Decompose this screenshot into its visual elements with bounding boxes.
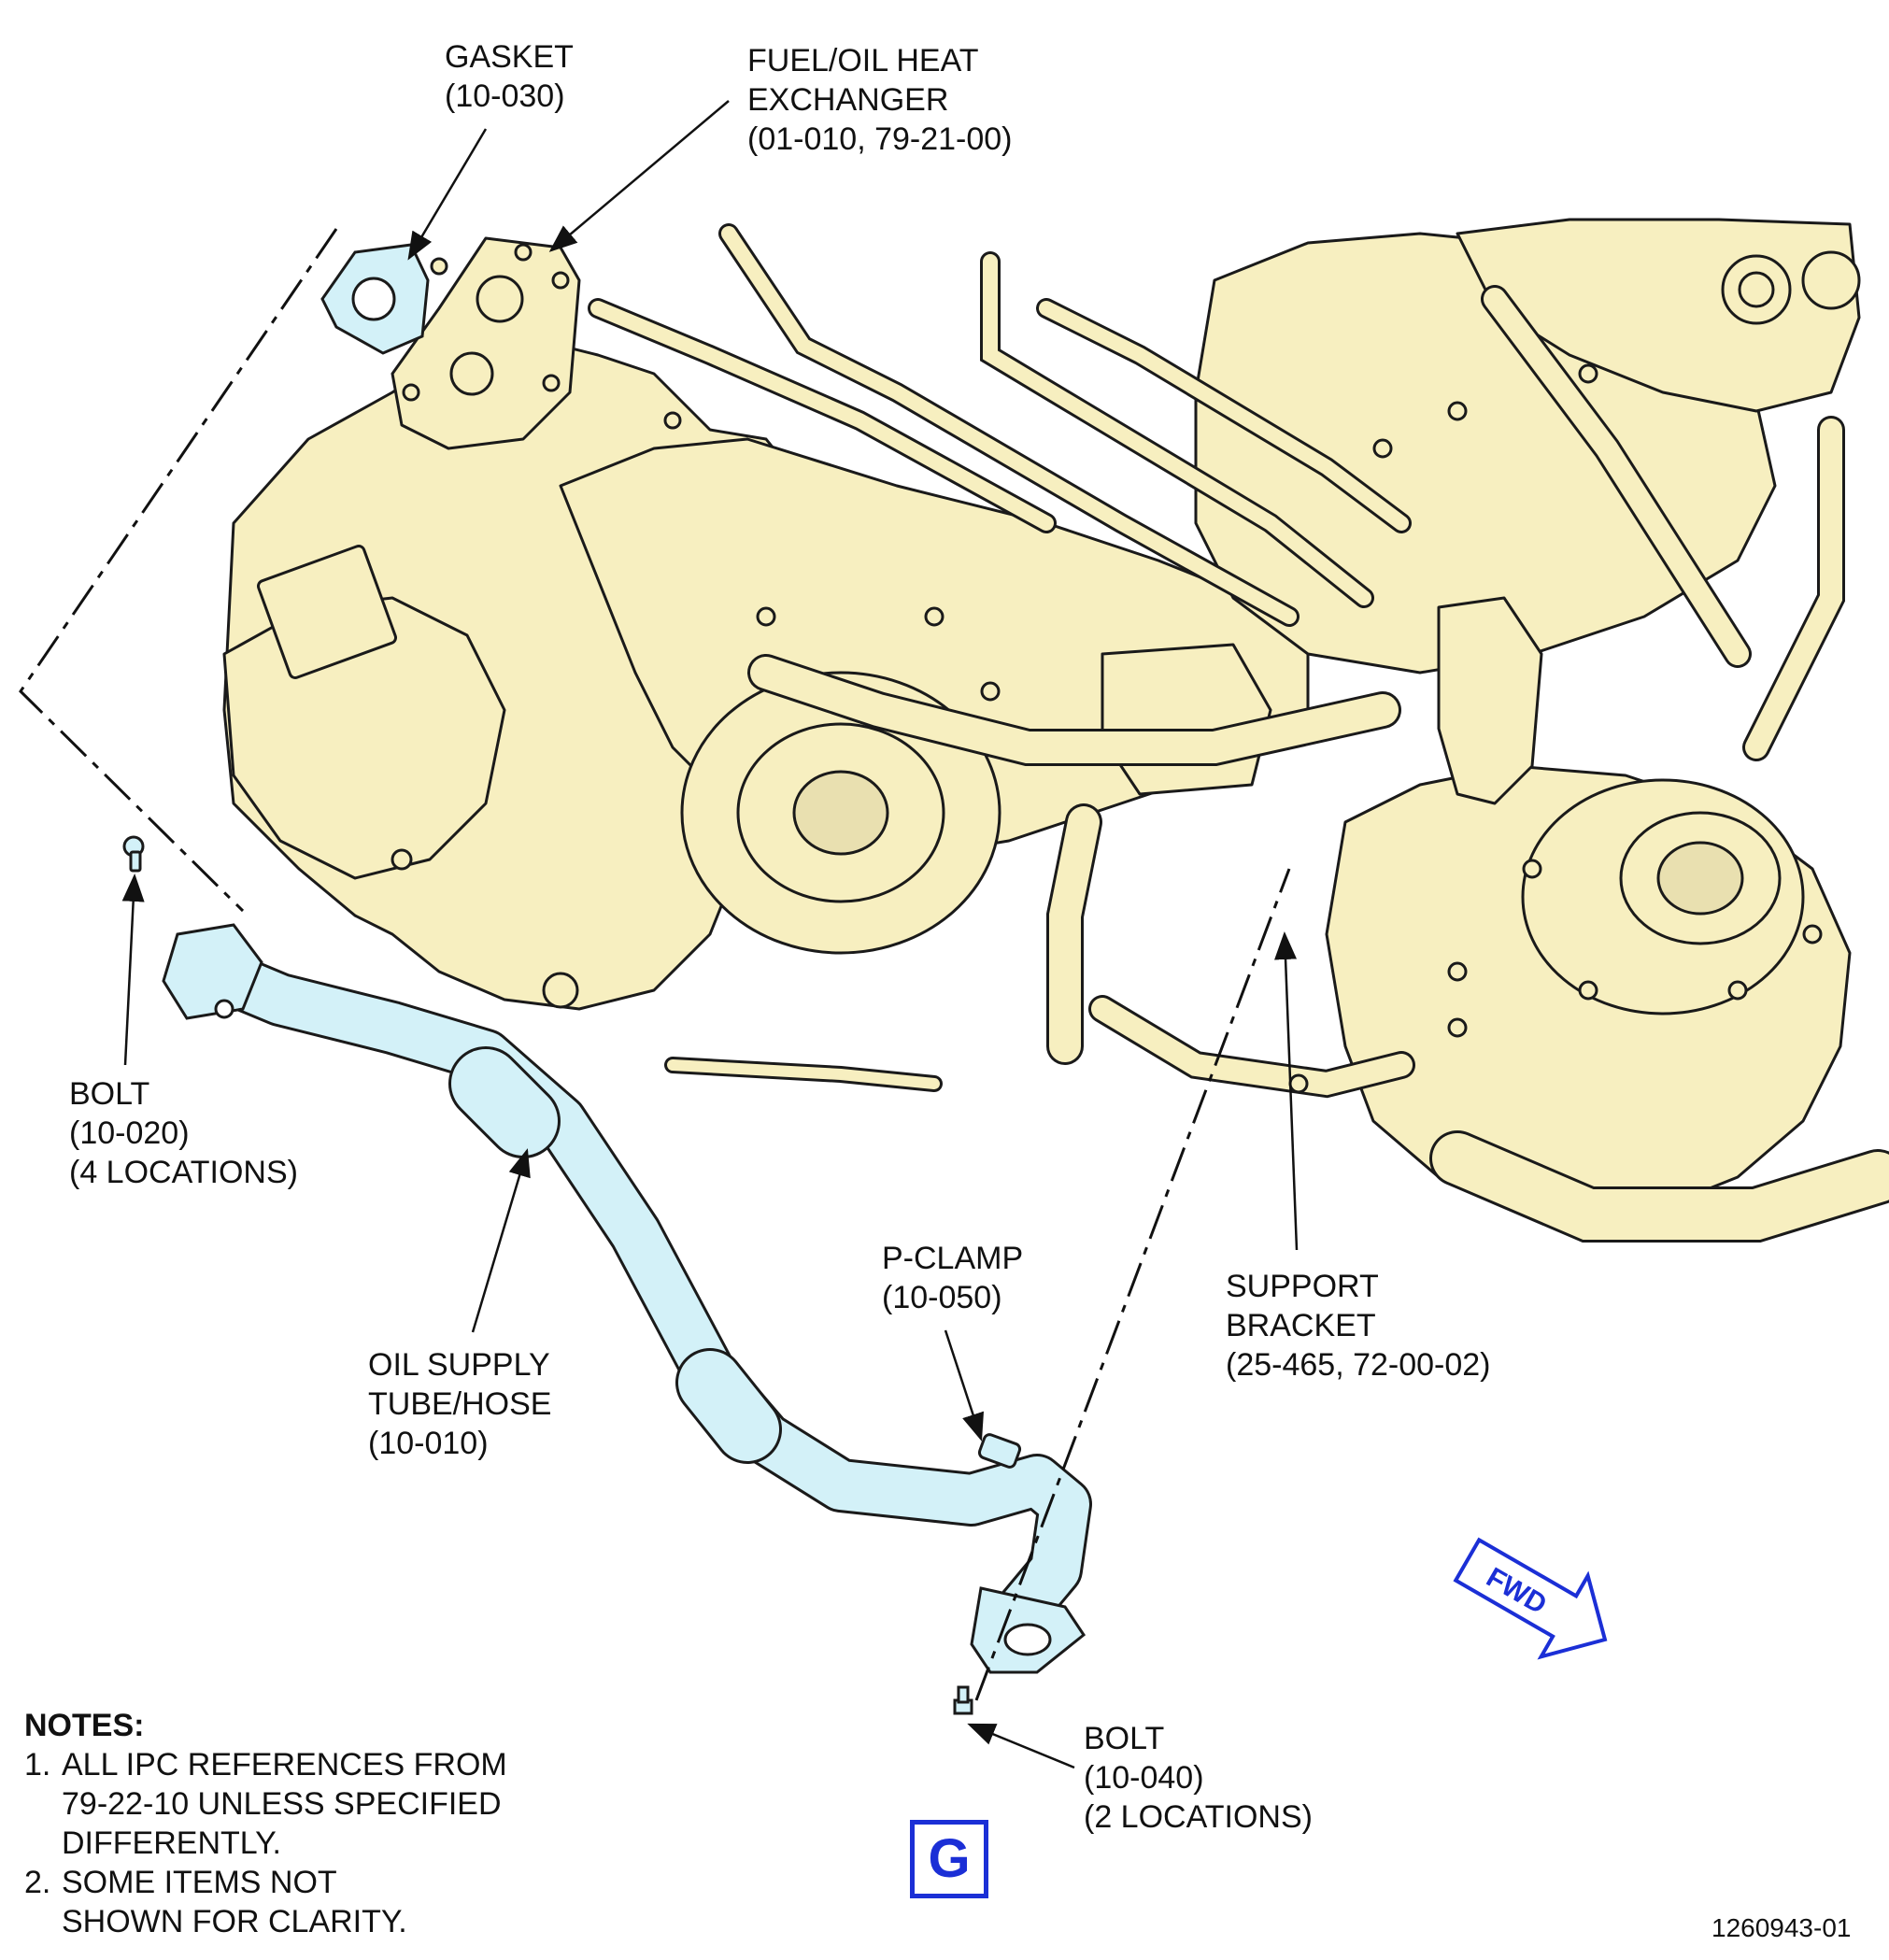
callout-support-bracket-line: (25-465, 72-00-02) (1226, 1347, 1491, 1383)
installation-lines (19, 228, 1291, 1701)
callout-support-bracket-line: BRACKET (1226, 1308, 1376, 1343)
engine-fasteners (391, 243, 1823, 1094)
lower-flange-port (1003, 1623, 1052, 1656)
callout-oil-supply-line: (10-010) (368, 1426, 489, 1461)
callout-oil-supply-line: OIL SUPPLY (368, 1347, 550, 1383)
callout-p-clamp: P-CLAMP (10-050) (882, 1239, 1023, 1317)
gasket-center-hole (351, 277, 396, 321)
callout-bolt-left: BOLT (10-020) (4 LOCATIONS) (69, 1074, 298, 1192)
fwd-arrow-icon: FWD (1453, 1537, 1608, 1660)
bolt-left-part (122, 835, 145, 873)
note-line: DIFFERENTLY. (62, 1825, 281, 1861)
callout-gasket-line: GASKET (445, 39, 574, 75)
bolt-bottom-part (953, 1685, 973, 1715)
callout-bolt-left-line: (10-020) (69, 1115, 190, 1151)
callout-bolt-bottom-line: (10-040) (1084, 1760, 1204, 1796)
callout-bolt-left-line: BOLT (69, 1076, 150, 1112)
note-line: SOME ITEMS NOT (62, 1865, 337, 1900)
note-line: ALL IPC REFERENCES FROM (62, 1747, 507, 1782)
leader-lines (121, 100, 1299, 1769)
figure-id: 1260943-01 (1711, 1913, 1852, 1942)
callout-gasket-line: (10-030) (445, 78, 565, 114)
callout-heat-exchanger-line: (01-010, 79-21-00) (747, 121, 1013, 157)
note-number: 1. (24, 1747, 51, 1782)
callout-gasket: GASKET (10-030) (445, 37, 574, 116)
callout-oil-supply-line: TUBE/HOSE (368, 1386, 552, 1422)
note-line: SHOWN FOR CLARITY. (62, 1904, 407, 1939)
note-item: 2. SOME ITEMS NOT (24, 1863, 507, 1902)
note-line: 79-22-10 UNLESS SPECIFIED (62, 1786, 502, 1822)
callout-heat-exchanger-line: EXCHANGER (747, 82, 949, 118)
note-number: 2. (24, 1865, 51, 1900)
callout-p-clamp-line: P-CLAMP (882, 1241, 1024, 1276)
p-clamp-part (977, 1433, 1022, 1469)
callout-heat-exchanger-line: FUEL/OIL HEAT (747, 43, 979, 78)
callout-heat-exchanger: FUEL/OIL HEAT EXCHANGER (01-010, 79-21-0… (747, 41, 1013, 159)
notes-block: NOTES: 1. ALL IPC REFERENCES FROM 79-22-1… (24, 1706, 507, 1941)
callout-support-bracket-line: SUPPORT (1226, 1269, 1379, 1304)
callout-oil-supply: OIL SUPPLY TUBE/HOSE (10-010) (368, 1345, 551, 1463)
callout-bolt-bottom-line: BOLT (1084, 1721, 1165, 1756)
callout-bolt-bottom: BOLT (10-040) (2 LOCATIONS) (1084, 1719, 1313, 1837)
callout-bolt-left-line: (4 LOCATIONS) (69, 1155, 298, 1190)
oil-supply-tube (186, 944, 1092, 1653)
callout-p-clamp-line: (10-050) (882, 1280, 1002, 1315)
callout-bolt-bottom-line: (2 LOCATIONS) (1084, 1799, 1313, 1835)
engine-tubes (588, 223, 1889, 1243)
engine-assembly (222, 218, 1861, 1216)
note-item: 1. ALL IPC REFERENCES FROM (24, 1745, 507, 1784)
flange-bolt-hole (214, 999, 234, 1019)
notes-header: NOTES: (24, 1708, 145, 1743)
tube-upper-flange (162, 923, 263, 1020)
view-marker: G (910, 1820, 988, 1898)
callout-support-bracket: SUPPORT BRACKET (25-465, 72-00-02) (1226, 1267, 1491, 1385)
